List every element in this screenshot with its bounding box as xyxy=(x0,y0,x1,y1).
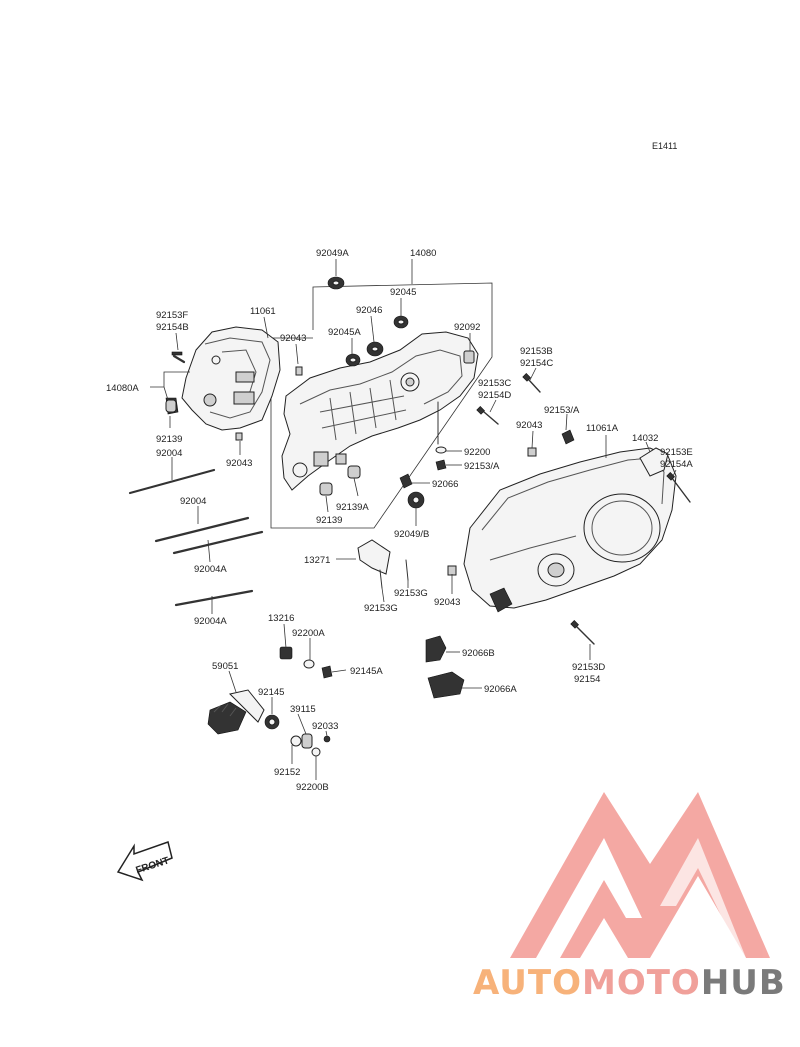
part-callouts: 92049A 14080 92045 92046 92045A 92092 92… xyxy=(106,248,693,793)
callout-13216: 13216 xyxy=(268,613,294,624)
callout-92200A: 92200A xyxy=(292,628,325,639)
callout-11061: 11061 xyxy=(250,306,276,317)
callout-92004-upper: 92004 xyxy=(156,448,182,459)
callout-92043-right: 92043 xyxy=(516,420,542,431)
callout-92145A: 92145A xyxy=(350,666,383,677)
callout-92049A: 92049A xyxy=(316,248,349,259)
callout-92153-A-upper: 92153/A xyxy=(544,405,580,416)
left-crankcase-half xyxy=(165,326,281,431)
callout-92004A-upper: 92004A xyxy=(194,564,227,575)
callout-92153-A-lower: 92153/A xyxy=(464,461,500,472)
transmission-cover xyxy=(447,447,677,613)
watermark-moto: MOTO xyxy=(582,963,701,1003)
callout-92153G-right: 92153G xyxy=(394,588,428,599)
callout-92153G-left: 92153G xyxy=(364,603,398,614)
callout-92200: 92200 xyxy=(464,447,490,458)
front-direction-arrow: FRONT xyxy=(116,841,173,882)
right-crankcase-half xyxy=(281,331,479,491)
callout-92139-left: 92139 xyxy=(156,434,182,445)
callout-92033: 92033 xyxy=(312,721,338,732)
callout-92153D: 92153D xyxy=(572,662,605,673)
watermark-auto: AUTO xyxy=(473,963,582,1003)
callout-14080: 14080 xyxy=(410,248,436,259)
callout-13271: 13271 xyxy=(304,555,330,566)
diagram-code: E1411 xyxy=(652,141,677,151)
callout-39115: 39115 xyxy=(290,704,316,715)
kick-starter-assembly xyxy=(207,646,333,757)
callout-92154C: 92154C xyxy=(520,358,553,369)
callout-59051: 59051 xyxy=(212,661,238,672)
callout-92154A: 92154A xyxy=(660,459,693,470)
callout-92066A: 92066A xyxy=(484,684,517,695)
svg-text:AUTOMOTOHUB: AUTOMOTOHUB xyxy=(473,963,786,1003)
automotohub-wordmark: AUTOMOTOHUB xyxy=(473,963,786,1003)
callout-92004-middle: 92004 xyxy=(180,496,206,507)
callout-92092: 92092 xyxy=(454,322,480,333)
rubber-pads xyxy=(425,635,465,699)
stud-bolts xyxy=(128,468,264,607)
callout-92046: 92046 xyxy=(356,305,382,316)
callout-92045A: 92045A xyxy=(328,327,361,338)
callout-92154D: 92154D xyxy=(478,390,511,401)
leader-lines xyxy=(150,259,677,780)
callout-92153C: 92153C xyxy=(478,378,511,389)
oil-seal-and-bolt xyxy=(399,401,447,509)
callout-92043-lower: 92043 xyxy=(434,597,460,608)
watermark-hub: HUB xyxy=(701,963,786,1003)
callout-11061A: 11061A xyxy=(586,423,619,434)
bearings xyxy=(235,276,475,441)
cover-plate xyxy=(357,539,409,589)
callout-14080A: 14080A xyxy=(106,383,139,394)
callout-92154: 92154 xyxy=(574,674,600,685)
callout-92145: 92145 xyxy=(258,687,284,698)
callout-92139A: 92139A xyxy=(336,502,369,513)
callout-92200B: 92200B xyxy=(296,782,329,793)
callout-92066B: 92066B xyxy=(462,648,495,659)
callout-92152: 92152 xyxy=(274,767,300,778)
callout-92043-upper-left: 92043 xyxy=(280,333,306,344)
callout-92153B: 92153B xyxy=(520,346,553,357)
callout-92154B: 92154B xyxy=(156,322,189,333)
callout-92049-B: 92049/B xyxy=(394,529,429,540)
callout-92153E: 92153E xyxy=(660,447,693,458)
callout-92066: 92066 xyxy=(432,479,458,490)
callout-92153F: 92153F xyxy=(156,310,188,321)
automotohub-watermark-logo xyxy=(510,792,770,958)
callout-92004A-lower: 92004A xyxy=(194,616,227,627)
callout-92139-center: 92139 xyxy=(316,515,342,526)
cover-bolts xyxy=(476,373,691,645)
callout-92043-left: 92043 xyxy=(226,458,252,469)
callout-14032: 14032 xyxy=(632,433,658,444)
callout-92045: 92045 xyxy=(390,287,416,298)
dowel-pins xyxy=(165,399,361,496)
